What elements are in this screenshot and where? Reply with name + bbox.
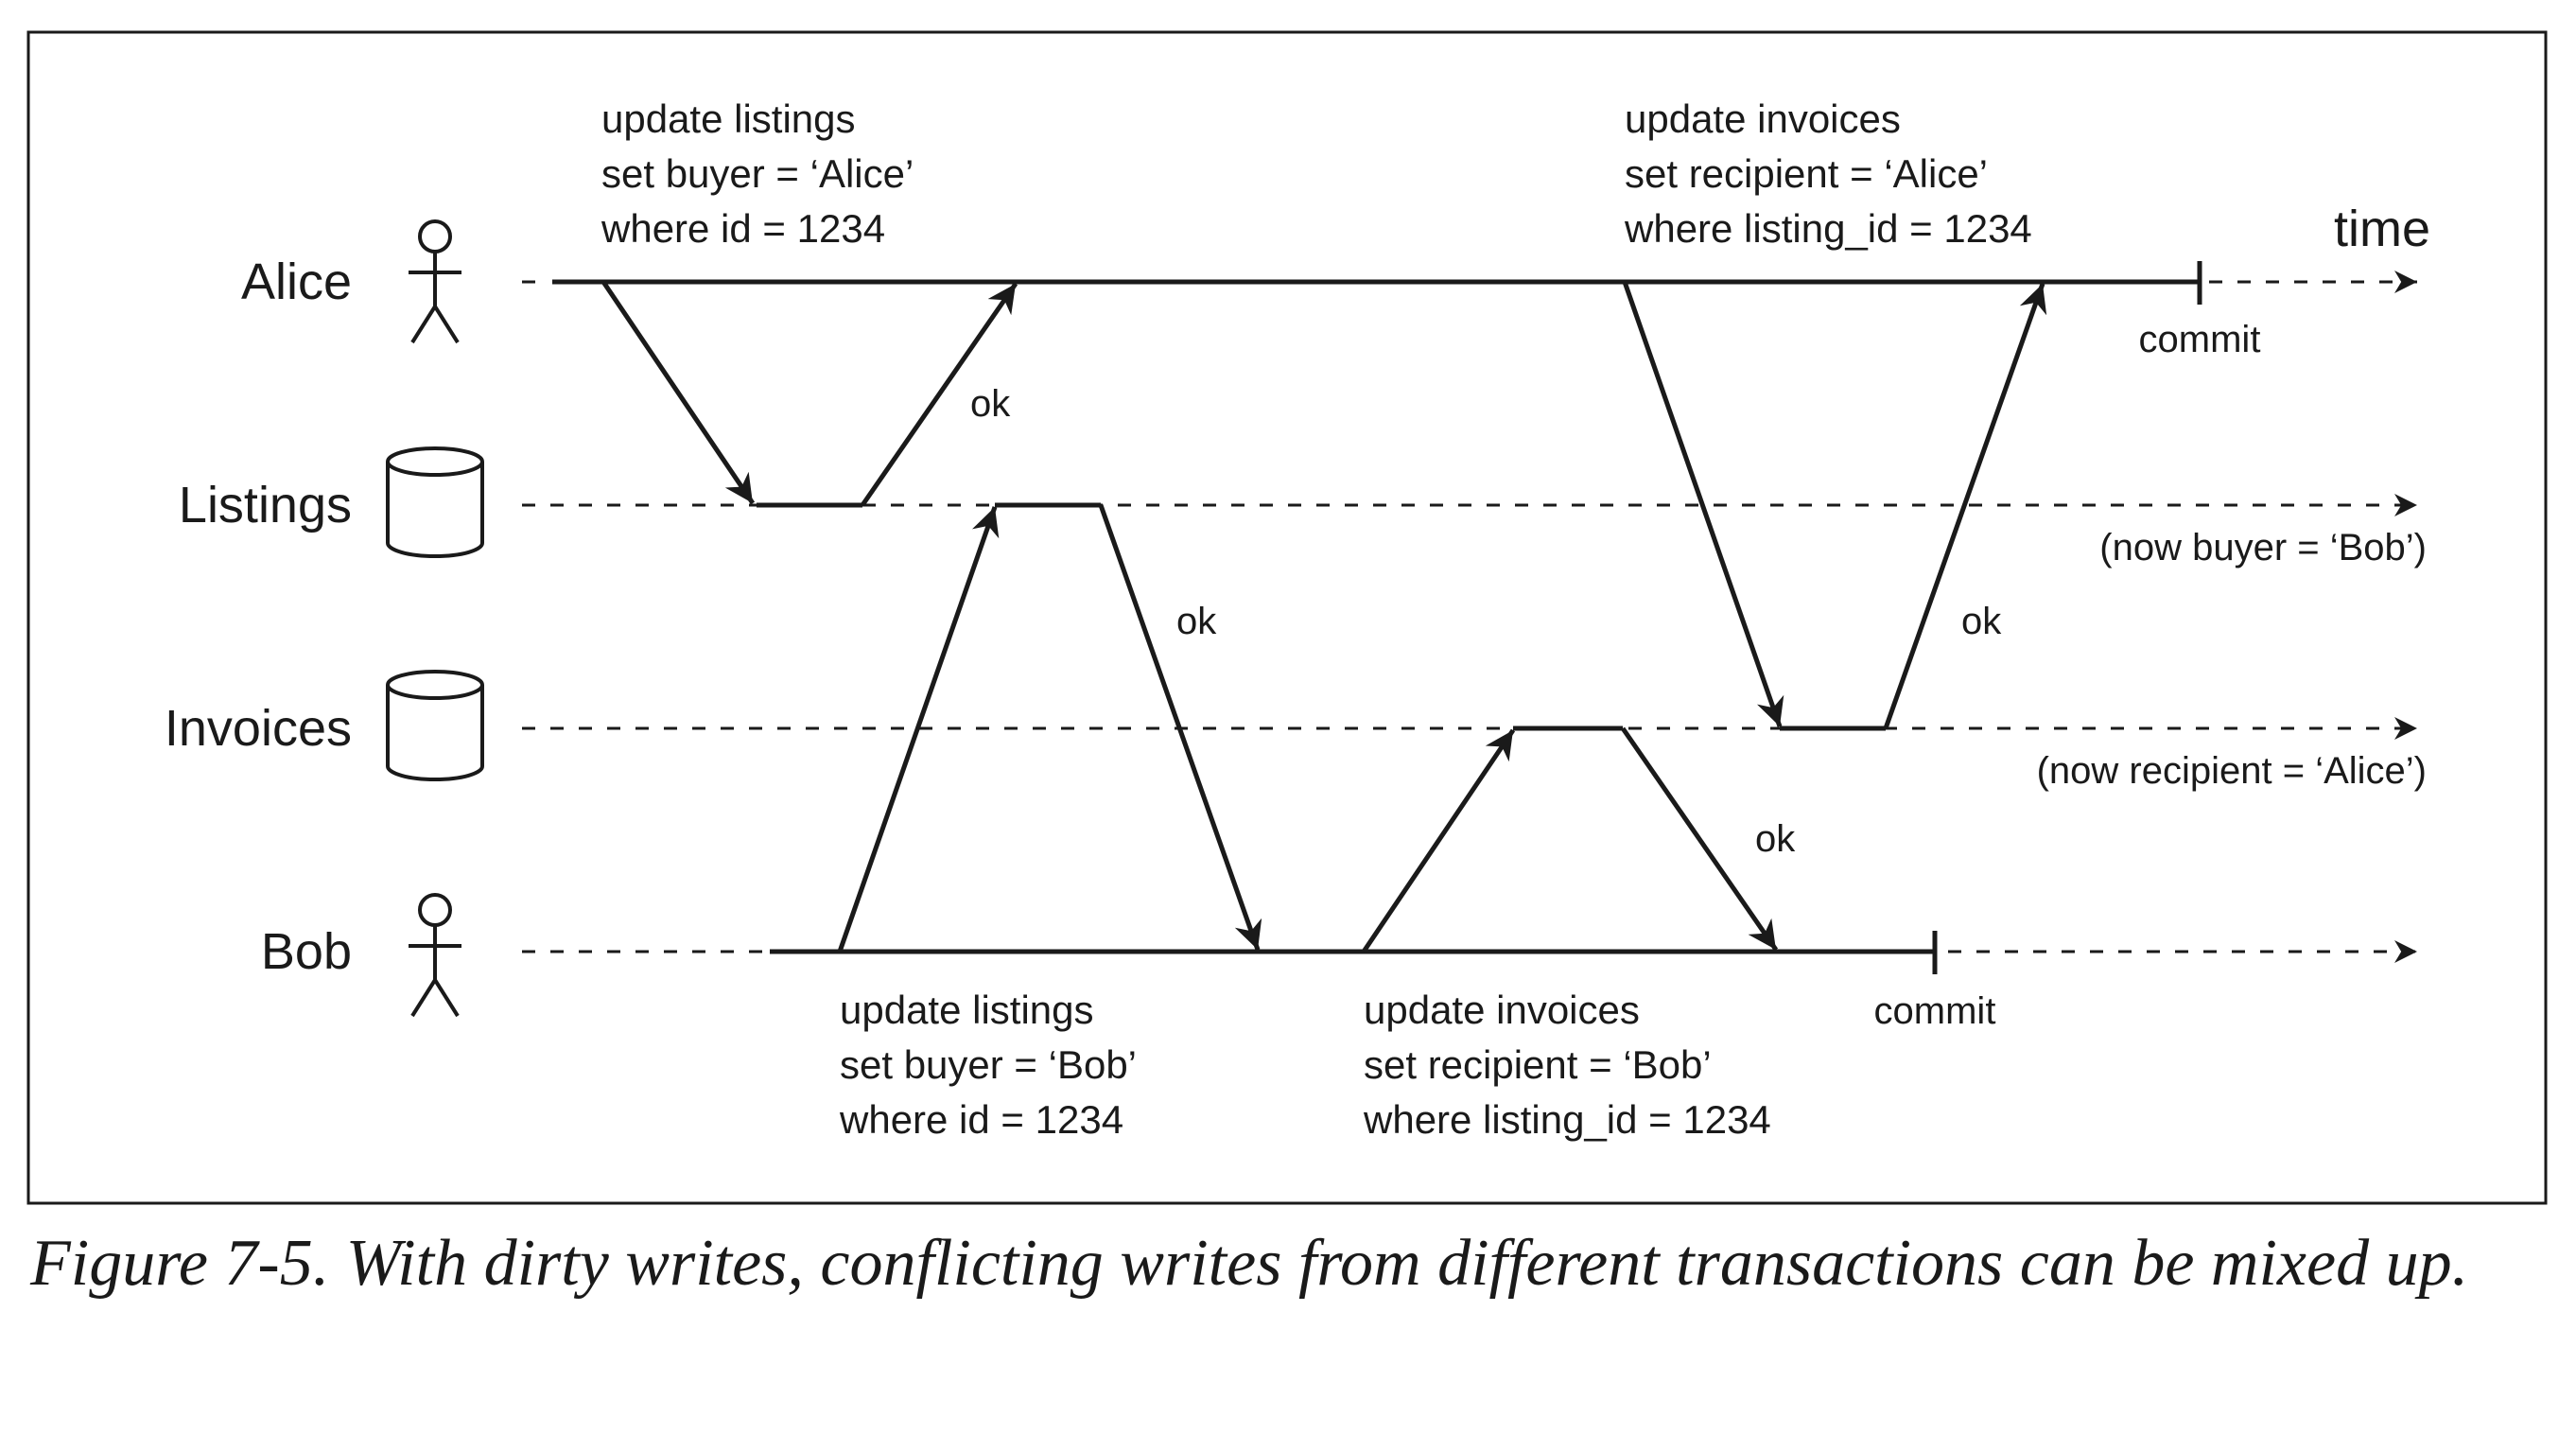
invoices-alice-ok	[1883, 283, 2047, 729]
svg-text:where id = 1234: where id = 1234	[839, 1097, 1123, 1142]
ok-label-listings-bob: ok	[1176, 601, 1217, 642]
svg-text:update listings: update listings	[601, 96, 856, 141]
actor-alice-label: Alice	[241, 254, 352, 310]
svg-text:set recipient = ‘Alice’: set recipient = ‘Alice’	[1625, 151, 1988, 196]
svg-text:where listing_id = 1234: where listing_id = 1234	[1624, 206, 2032, 251]
actor-listings-label: Listings	[179, 477, 352, 533]
figure-caption: Figure 7-5. With dirty writes, conflicti…	[30, 1227, 2469, 1300]
figure-frame	[26, 30, 2548, 1205]
alice-invoices-request	[1622, 281, 1784, 727]
alice-statement-listings: update listings set buyer = ‘Alice’ wher…	[600, 96, 914, 251]
time-label: time	[2334, 201, 2430, 257]
person-icon-alice	[409, 219, 461, 344]
database-icon-invoices	[386, 670, 484, 781]
svg-text:set recipient = ‘Bob’: set recipient = ‘Bob’	[1364, 1042, 1712, 1087]
listings-bob-ok	[1098, 504, 1262, 951]
svg-text:update invoices: update invoices	[1364, 988, 1640, 1032]
svg-text:where id = 1234: where id = 1234	[600, 206, 885, 251]
listings-alice-ok	[860, 282, 1018, 507]
ok-label-invoices-bob: ok	[1755, 818, 1796, 860]
bob-listings-request	[837, 506, 1000, 953]
bob-statement-listings: update listings set buyer = ‘Bob’ where …	[839, 988, 1137, 1142]
bob-invoices-request	[1361, 728, 1516, 953]
svg-text:update invoices: update invoices	[1625, 96, 1901, 141]
bob-statement-invoices: update invoices set recipient = ‘Bob’ wh…	[1363, 988, 1771, 1142]
listings-state-note: (now buyer = ‘Bob’)	[2099, 527, 2427, 568]
alice-listings-request	[600, 280, 756, 505]
invoices-bob-ok	[1620, 726, 1779, 952]
svg-text:where listing_id = 1234: where listing_id = 1234	[1363, 1097, 1771, 1142]
invoices-state-note: (now recipient = ‘Alice’)	[2037, 750, 2427, 792]
bob-commit-label: commit	[1874, 990, 1996, 1032]
actor-invoices-label: Invoices	[165, 700, 352, 757]
alice-statement-invoices: update invoices set recipient = ‘Alice’ …	[1624, 96, 2032, 251]
ok-label-listings-alice: ok	[970, 383, 1011, 425]
actor-bob-label: Bob	[261, 923, 352, 980]
alice-commit-label: commit	[2139, 319, 2261, 360]
svg-text:update listings: update listings	[840, 988, 1094, 1032]
ok-label-invoices-alice: ok	[1961, 601, 2002, 642]
person-icon-bob	[409, 893, 461, 1018]
timeline-dashes	[522, 271, 2417, 963]
svg-text:set buyer = ‘Bob’: set buyer = ‘Bob’	[840, 1042, 1137, 1087]
svg-text:set buyer = ‘Alice’: set buyer = ‘Alice’	[601, 151, 914, 196]
database-icon-listings	[386, 446, 484, 558]
